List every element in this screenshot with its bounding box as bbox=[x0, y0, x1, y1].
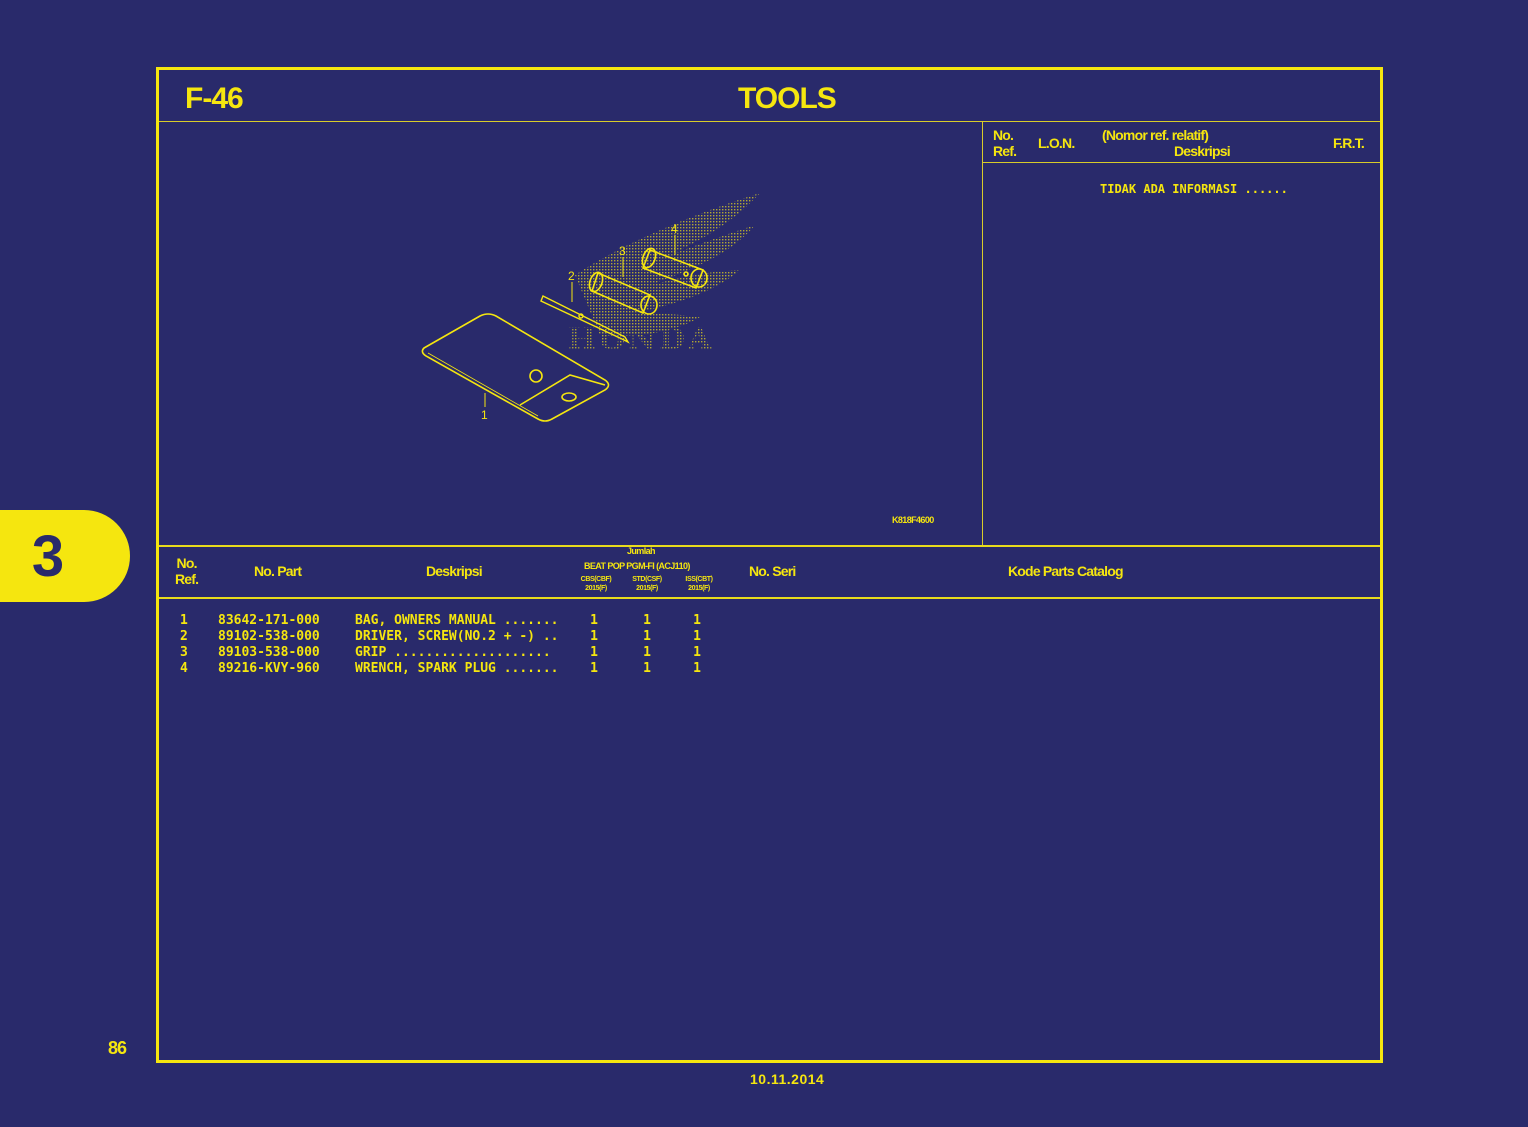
col-header-deskripsi: Deskripsi bbox=[426, 563, 483, 579]
col-header-variant-3: ISS(CBT) 2015(F) bbox=[685, 576, 713, 592]
row-description: BAG, OWNERS MANUAL ....... bbox=[355, 613, 559, 628]
row-qty-cbs: 1 bbox=[590, 645, 598, 660]
callout-4: 4 bbox=[671, 222, 678, 236]
info-message: TIDAK ADA INFORMASI ...... bbox=[1100, 182, 1288, 196]
info-header-lon: L.O.N. bbox=[1038, 135, 1075, 151]
owners-manual-bag bbox=[421, 313, 610, 422]
table-row[interactable]: 4 89216-KVY-960 WRENCH, SPARK PLUG .....… bbox=[178, 661, 718, 677]
grip bbox=[588, 271, 658, 315]
row-qty-std: 1 bbox=[643, 645, 651, 660]
col-header-kode-parts-catalog: Kode Parts Catalog bbox=[1008, 563, 1124, 579]
tools-illustration: HONDA 1 bbox=[421, 193, 760, 422]
row-qty-std: 1 bbox=[643, 629, 651, 644]
col-header-no-part: No. Part bbox=[254, 563, 302, 579]
parts-table-body: 1 83642-171-000 BAG, OWNERS MANUAL .....… bbox=[178, 613, 718, 677]
col-header-model: BEAT POP PGM-FI (ACJ110) bbox=[584, 561, 690, 571]
illustration-code: K818F4600 bbox=[892, 515, 934, 525]
row-part-number: 89102-538-000 bbox=[218, 629, 320, 644]
page-number: 86 bbox=[108, 1038, 127, 1058]
row-qty-iss: 1 bbox=[693, 661, 701, 676]
honda-wing-watermark: HONDA bbox=[568, 193, 760, 357]
row-qty-iss: 1 bbox=[693, 629, 701, 644]
info-header-desc-line1: (Nomor ref. relatif) bbox=[1102, 127, 1209, 143]
callout-2: 2 bbox=[568, 269, 575, 283]
diagram-bottom-divider bbox=[159, 545, 1380, 547]
table-header-divider bbox=[159, 597, 1380, 599]
row-description: GRIP .................... bbox=[355, 645, 551, 660]
table-row[interactable]: 3 89103-538-000 GRIP ...................… bbox=[178, 645, 718, 661]
row-ref: 4 bbox=[180, 661, 188, 676]
honda-watermark-text: HONDA bbox=[568, 322, 714, 357]
row-qty-iss: 1 bbox=[693, 613, 701, 628]
row-description: WRENCH, SPARK PLUG ....... bbox=[355, 661, 559, 676]
section-tab-label: 3 bbox=[31, 523, 65, 589]
row-ref: 3 bbox=[180, 645, 188, 660]
row-qty-cbs: 1 bbox=[590, 613, 598, 628]
row-qty-cbs: 1 bbox=[590, 661, 598, 676]
screw-driver bbox=[540, 295, 630, 344]
callout-1: 1 bbox=[481, 408, 488, 422]
table-row[interactable]: 2 89102-538-000 DRIVER, SCREW(NO.2 + -) … bbox=[178, 629, 718, 645]
row-qty-cbs: 1 bbox=[590, 629, 598, 644]
spark-plug-wrench bbox=[641, 247, 708, 290]
exploded-diagram: HONDA 1 bbox=[410, 185, 780, 430]
col-header-jumlah: Jumlah bbox=[627, 546, 656, 556]
page-title: TOOLS bbox=[738, 82, 837, 115]
figure-code: F-46 bbox=[185, 82, 244, 115]
row-ref: 1 bbox=[180, 613, 188, 628]
info-header-desc-line2: Deskripsi bbox=[1174, 143, 1231, 159]
info-header-frt: F.R.T. bbox=[1333, 135, 1365, 151]
col-header-variant-2: STD(CSF) 2015(F) bbox=[632, 576, 662, 592]
row-qty-std: 1 bbox=[643, 613, 651, 628]
row-part-number: 89216-KVY-960 bbox=[218, 661, 320, 676]
info-header-divider bbox=[983, 162, 1380, 163]
col-header-no-seri: No. Seri bbox=[749, 563, 796, 579]
table-row[interactable]: 1 83642-171-000 BAG, OWNERS MANUAL .....… bbox=[178, 613, 718, 629]
row-qty-iss: 1 bbox=[693, 645, 701, 660]
col-header-variant-1: CBS(CBF) 2015(F) bbox=[580, 576, 612, 592]
row-description: DRIVER, SCREW(NO.2 + -) .. bbox=[355, 629, 559, 644]
row-part-number: 83642-171-000 bbox=[218, 613, 320, 628]
info-header-no-ref: No. Ref. bbox=[993, 127, 1017, 159]
panel-divider bbox=[982, 121, 983, 545]
col-header-no-ref: No. Ref. bbox=[175, 555, 199, 587]
publication-date: 10.11.2014 bbox=[750, 1071, 825, 1087]
row-qty-std: 1 bbox=[643, 661, 651, 676]
catalog-frame bbox=[156, 67, 1383, 1063]
title-divider bbox=[159, 121, 1380, 122]
row-ref: 2 bbox=[180, 629, 188, 644]
callout-3: 3 bbox=[619, 244, 626, 258]
section-tab[interactable]: 3 bbox=[0, 510, 130, 602]
row-part-number: 89103-538-000 bbox=[218, 645, 320, 660]
